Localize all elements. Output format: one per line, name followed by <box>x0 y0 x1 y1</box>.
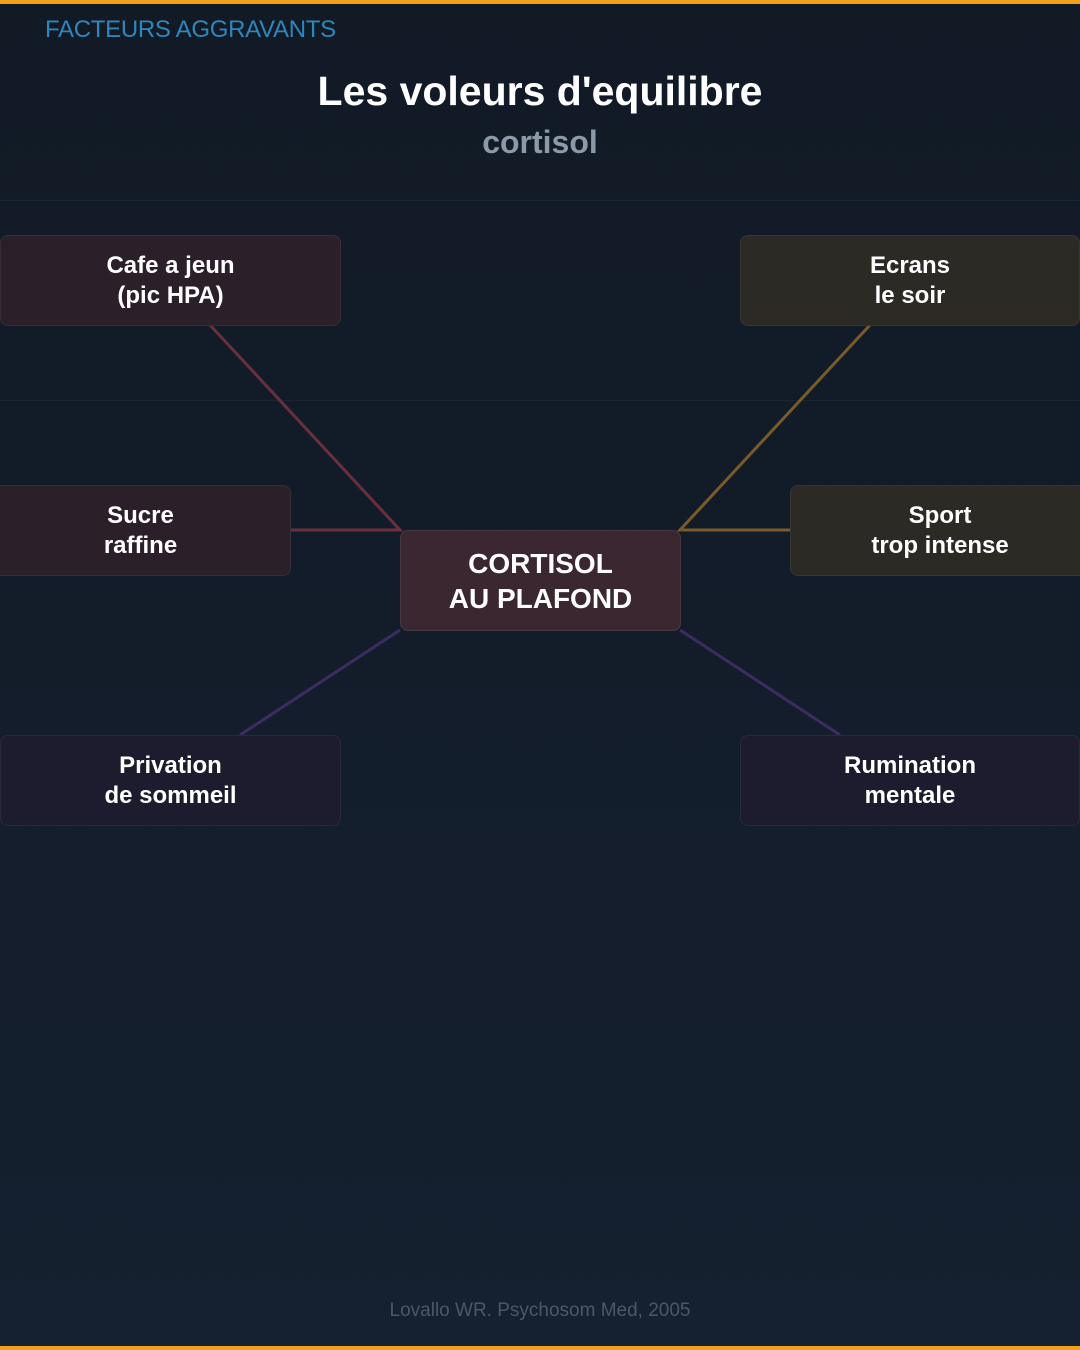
connector-cafe <box>208 323 404 532</box>
factor-rumination-mentale: Rumination mentale <box>740 735 1080 826</box>
factor-cafe-a-jeun: Cafe a jeun (pic HPA) <box>0 235 341 326</box>
factor-ecrans-le-soir: Ecrans le soir <box>740 235 1080 326</box>
connector-sommeil <box>239 628 401 737</box>
divider-line <box>0 200 1080 201</box>
factor-privation-de-sommeil: Privation de sommeil <box>0 735 341 826</box>
top-accent-bar <box>0 0 1080 4</box>
divider-line <box>0 400 1080 401</box>
bottom-accent-bar <box>0 1346 1080 1350</box>
center-node-cortisol: CORTISOL AU PLAFOND <box>400 530 681 631</box>
factor-sport-trop-intense: Sport trop intense <box>790 485 1080 576</box>
connector-ecrans <box>676 323 872 532</box>
footer-citation: Lovallo WR. Psychosom Med, 2005 <box>389 1300 691 1321</box>
page-title: Les voleurs d'equilibre <box>317 68 763 114</box>
factor-sucre-raffine: Sucre raffine <box>0 485 291 576</box>
connector-rumination <box>679 628 841 737</box>
section-label: FACTEURS AGGRAVANTS <box>45 16 336 43</box>
page-subtitle: cortisol <box>482 124 598 160</box>
